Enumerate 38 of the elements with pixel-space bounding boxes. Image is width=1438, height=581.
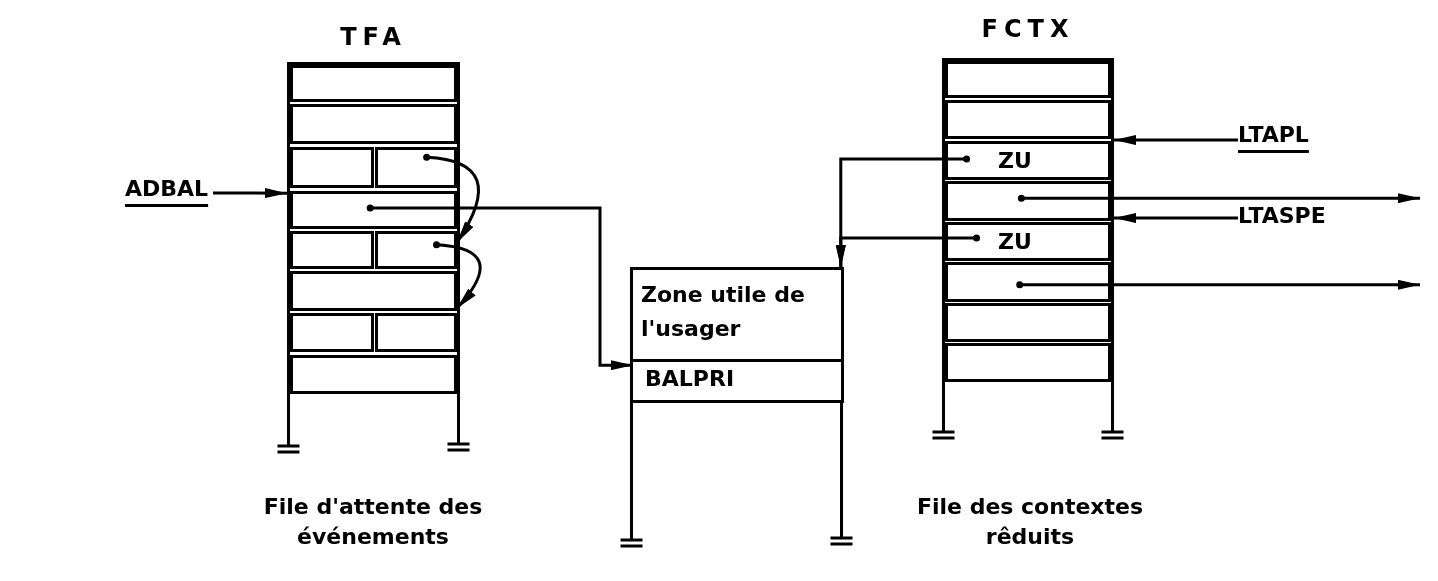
queue-slot: [945, 262, 1111, 302]
queue-slot: [375, 231, 457, 269]
queue-slot: [375, 147, 457, 188]
arrow: [835, 234, 981, 267]
label-text: ADBAL: [125, 176, 213, 208]
queue-slot: [290, 271, 457, 311]
queue-slot: [290, 313, 374, 352]
user-zone-box: [630, 267, 844, 403]
cell-label: ZU: [998, 148, 1032, 173]
row-label: BALPRI: [645, 366, 735, 391]
arrow: [1114, 213, 1238, 224]
cell-label: ZU: [998, 229, 1032, 254]
queue-slot: [945, 141, 1111, 180]
caption: File d'attente des événements: [262, 493, 484, 551]
label-text: LTAPL: [1238, 122, 1330, 154]
label-text: LTASPE: [1238, 203, 1356, 235]
arrow: [213, 188, 287, 199]
queue-slot: [290, 191, 457, 229]
queue-slot: [945, 343, 1111, 382]
queue-slot: [290, 65, 457, 102]
queue-slot: [945, 61, 1111, 98]
queue-slot: [290, 147, 374, 188]
zone-text: Zone utile de l'usager: [641, 281, 806, 343]
queue-slot: [290, 231, 374, 269]
caption: File des contextes rêduits: [915, 493, 1145, 551]
arrow: [1114, 135, 1238, 146]
queue-slot: [290, 104, 457, 144]
queue-slot: [945, 222, 1111, 261]
queue-slot: [945, 100, 1111, 139]
queue-slot: [375, 313, 457, 352]
queue-slot: [945, 303, 1111, 342]
arrow: [1016, 279, 1420, 290]
stack-title: FCTX: [980, 15, 1076, 43]
arrow: [1017, 193, 1420, 204]
queue-slot: [290, 355, 457, 394]
queue-slot: [945, 181, 1111, 221]
stack-title: TFA: [339, 23, 408, 51]
arrow: [366, 204, 633, 371]
